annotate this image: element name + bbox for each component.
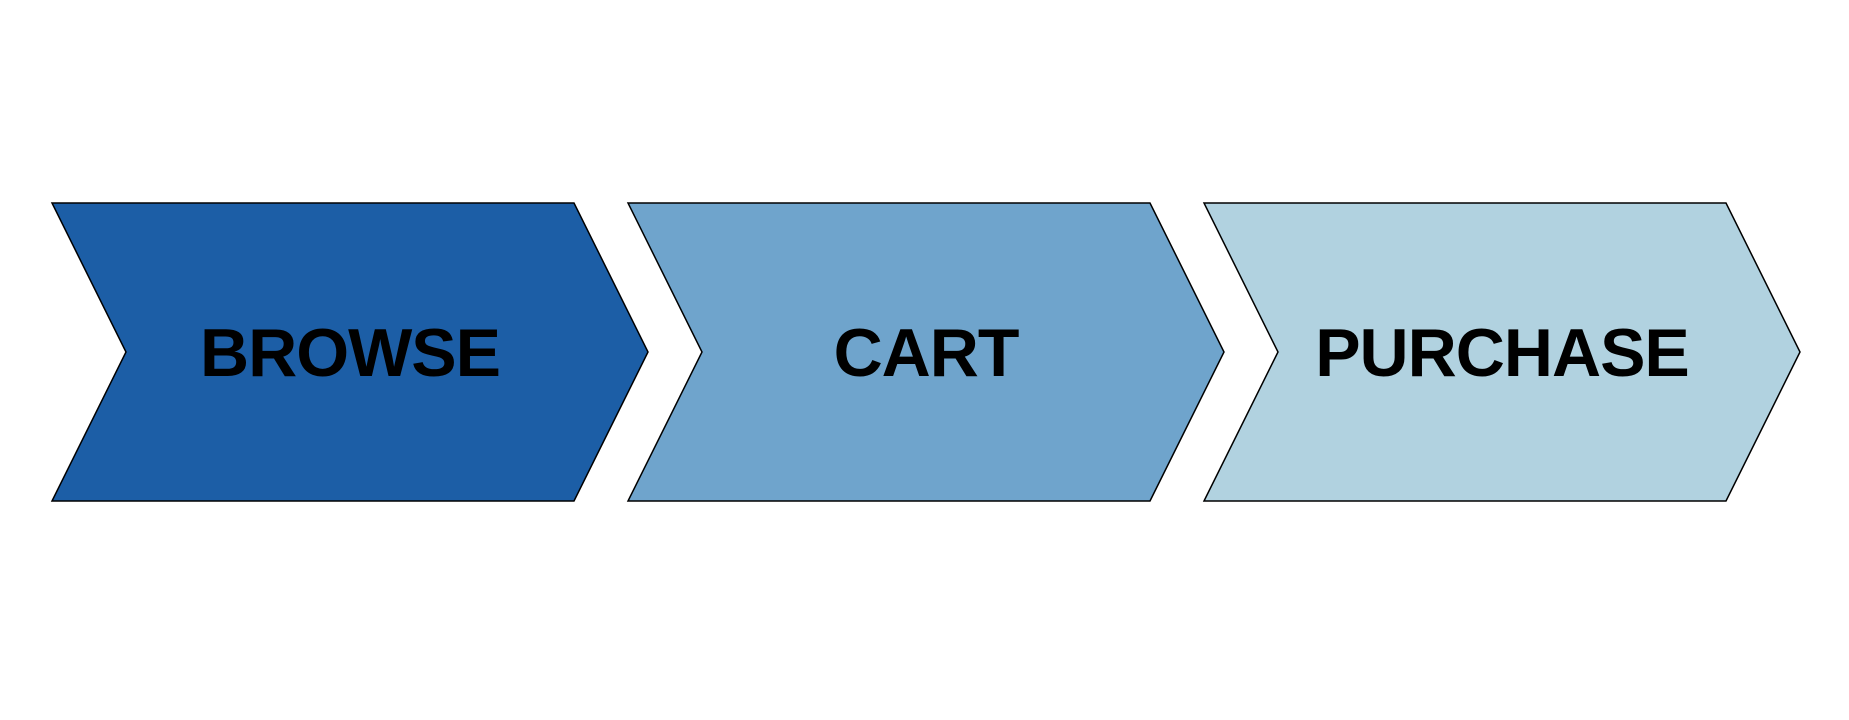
chevron-shape bbox=[626, 202, 1225, 502]
step-label: CART bbox=[834, 315, 1019, 391]
step-cart: CART bbox=[626, 202, 1225, 502]
step-browse: BROWSE bbox=[50, 202, 649, 502]
step-label: PURCHASE bbox=[1315, 315, 1689, 391]
step-label: BROWSE bbox=[200, 315, 500, 391]
step-purchase: PURCHASE bbox=[1202, 202, 1801, 502]
chevron-shape bbox=[50, 202, 649, 502]
chevron-shape bbox=[1202, 202, 1801, 502]
